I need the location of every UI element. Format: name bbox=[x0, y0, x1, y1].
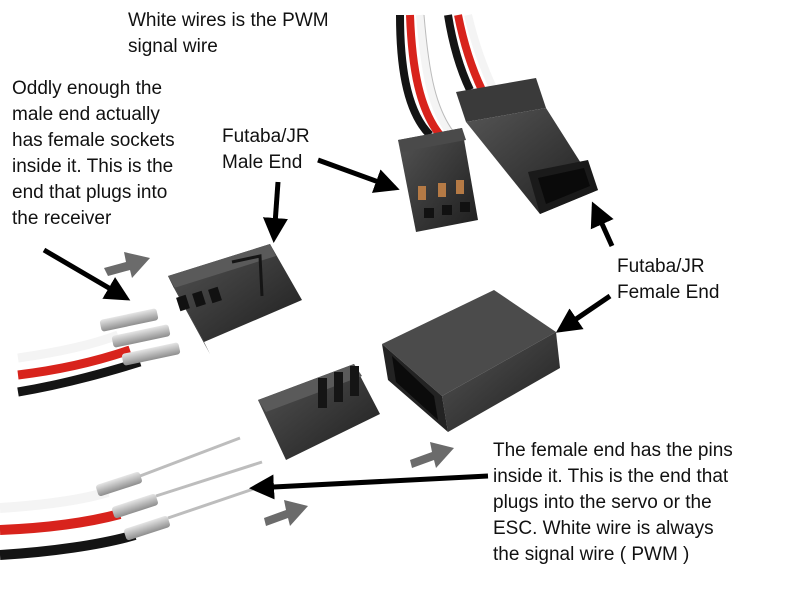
direction-arrows bbox=[104, 252, 454, 526]
loose-wires-receiver-end bbox=[17, 308, 181, 397]
male-end-connector-top bbox=[398, 128, 478, 232]
direction-arrow-pins-in bbox=[264, 500, 308, 526]
male-end-housing bbox=[168, 244, 302, 354]
female-end-pin-block bbox=[258, 364, 380, 460]
pointer-arrow-sockets bbox=[42, 247, 131, 301]
pointer-arrow-female-end bbox=[555, 293, 612, 333]
pointer-arrow-male-top bbox=[317, 157, 400, 193]
crimp-pins bbox=[96, 436, 269, 541]
annotation-male-end: Futaba/JR Male End bbox=[222, 126, 310, 173]
annotation-male-sockets: Oddly enough the male end actually has f… bbox=[12, 78, 175, 229]
wired-connectors-photo bbox=[396, 14, 598, 232]
pointer-arrow-male-end bbox=[262, 181, 288, 243]
pointer-arrow-pins bbox=[249, 473, 489, 500]
direction-arrow-male-in bbox=[104, 252, 150, 278]
annotation-female-end: Futaba/JR Female End bbox=[617, 256, 720, 303]
pointer-arrows bbox=[42, 157, 615, 500]
pointer-arrow-female-top bbox=[590, 201, 615, 248]
crimp-sockets bbox=[99, 308, 181, 366]
annotation-pwm-wire: White wires is the PWM signal wire bbox=[128, 10, 329, 57]
direction-arrow-female-in bbox=[410, 442, 454, 468]
loose-wires-servo-end bbox=[0, 436, 269, 560]
female-end-connector-top bbox=[456, 78, 598, 214]
female-end-housing bbox=[382, 290, 560, 432]
annotation-female-pins: The female end has the pins inside it. T… bbox=[493, 440, 733, 565]
